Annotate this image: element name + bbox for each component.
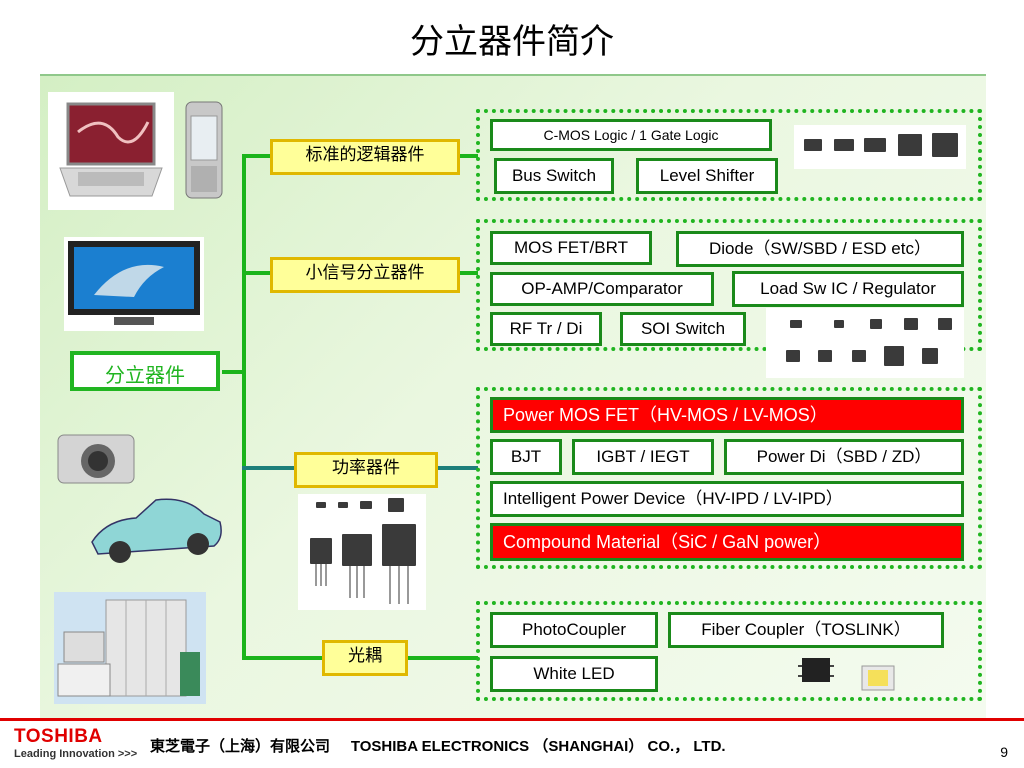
chip-icon <box>360 501 372 509</box>
page-number: 9 <box>1000 744 1008 760</box>
item-power-mos-fet: Power MOS FET（HV-MOS / LV-MOS） <box>490 397 964 433</box>
chip-icon <box>864 138 886 152</box>
item-white-led: White LED <box>490 656 658 692</box>
chip-icon <box>804 139 822 151</box>
tv-icon <box>64 237 204 331</box>
connector-root <box>222 370 244 374</box>
item-cmos-logic: C-MOS Logic / 1 Gate Logic <box>490 119 772 151</box>
item-op-amp: OP-AMP/Comparator <box>490 272 714 306</box>
transistor-icon <box>310 538 332 564</box>
group-opto <box>476 601 982 701</box>
chip-icon <box>786 350 800 362</box>
chip-icon <box>852 350 866 362</box>
item-bjt: BJT <box>490 439 562 475</box>
chip-icon <box>834 320 844 328</box>
power-devices-image <box>298 494 426 610</box>
chip-icon <box>790 320 802 328</box>
chip-icon <box>834 139 854 151</box>
chip-icon <box>818 350 832 362</box>
laptop-icon <box>48 92 174 210</box>
item-bus-switch: Bus Switch <box>494 158 614 194</box>
phone-icon <box>180 100 230 200</box>
item-mos-fet-brt: MOS FET/BRT <box>490 231 652 265</box>
category-opto: 光耦 <box>322 640 408 676</box>
page-title: 分立器件简介 <box>410 22 614 62</box>
company-name: 東芝電子（上海）有限公司 TOSHIBA ELECTRONICS （SHANGH… <box>150 738 726 755</box>
chip-icon <box>338 502 348 508</box>
connector-small-signal-group <box>456 271 478 275</box>
connector-trunk <box>242 154 246 660</box>
chip-icon <box>316 502 326 508</box>
transistor-leads <box>315 564 409 604</box>
group-small-signal <box>476 219 982 351</box>
chip-icon <box>938 318 952 330</box>
connector-small-signal <box>242 271 270 275</box>
transistor-icon <box>382 524 416 566</box>
item-compound-material: Compound Material（SiC / GaN power） <box>490 523 964 561</box>
tagline: Leading Innovation >>> <box>14 748 138 760</box>
connector-power <box>242 466 294 470</box>
toshiba-logo: TOSHIBA <box>14 726 103 747</box>
car-icon <box>86 492 226 572</box>
chip-icon <box>388 498 404 512</box>
item-rf-tr: RF Tr / Di <box>490 312 602 346</box>
category-power: 功率器件 <box>294 452 438 488</box>
root-category: 分立器件 <box>70 351 220 391</box>
photocoupler-icon <box>792 652 840 694</box>
medical-equipment-icon <box>54 592 206 704</box>
connector-power-group <box>434 466 478 470</box>
category-logic: 标准的逻辑器件 <box>270 139 460 175</box>
transistor-icon <box>342 534 372 566</box>
item-load-sw-ic: Load Sw IC / Regulator <box>732 271 964 307</box>
white-led-icon <box>858 662 898 694</box>
connector-logic <box>242 154 270 158</box>
item-intelligent-power-device: Intelligent Power Device（HV-IPD / LV-IPD… <box>490 481 964 517</box>
item-level-shifter: Level Shifter <box>636 158 778 194</box>
chip-icon <box>922 348 938 364</box>
item-igbt: IGBT / IEGT <box>572 439 714 475</box>
chip-icon <box>904 318 918 330</box>
connector-logic-group <box>456 154 478 158</box>
category-small-signal: 小信号分立器件 <box>270 257 460 293</box>
item-fiber-coupler: Fiber Coupler（TOSLINK） <box>668 612 944 648</box>
group-logic <box>476 109 982 201</box>
chip-icon <box>870 319 882 329</box>
item-photocoupler: PhotoCoupler <box>490 612 658 648</box>
connector-opto-group <box>404 656 478 660</box>
connector-opto <box>242 656 322 660</box>
item-power-di: Power Di（SBD / ZD） <box>724 439 964 475</box>
chip-icon <box>932 133 958 157</box>
chip-icon <box>884 346 904 366</box>
item-diode: Diode（SW/SBD / ESD etc） <box>676 231 964 267</box>
chip-icon <box>898 134 922 156</box>
logic-chips-image <box>794 125 966 169</box>
item-soi-switch: SOI Switch <box>620 312 746 346</box>
footer-divider <box>0 718 1024 721</box>
camera-icon <box>54 425 138 489</box>
small-signal-chips-image <box>766 308 964 378</box>
group-power <box>476 387 982 569</box>
